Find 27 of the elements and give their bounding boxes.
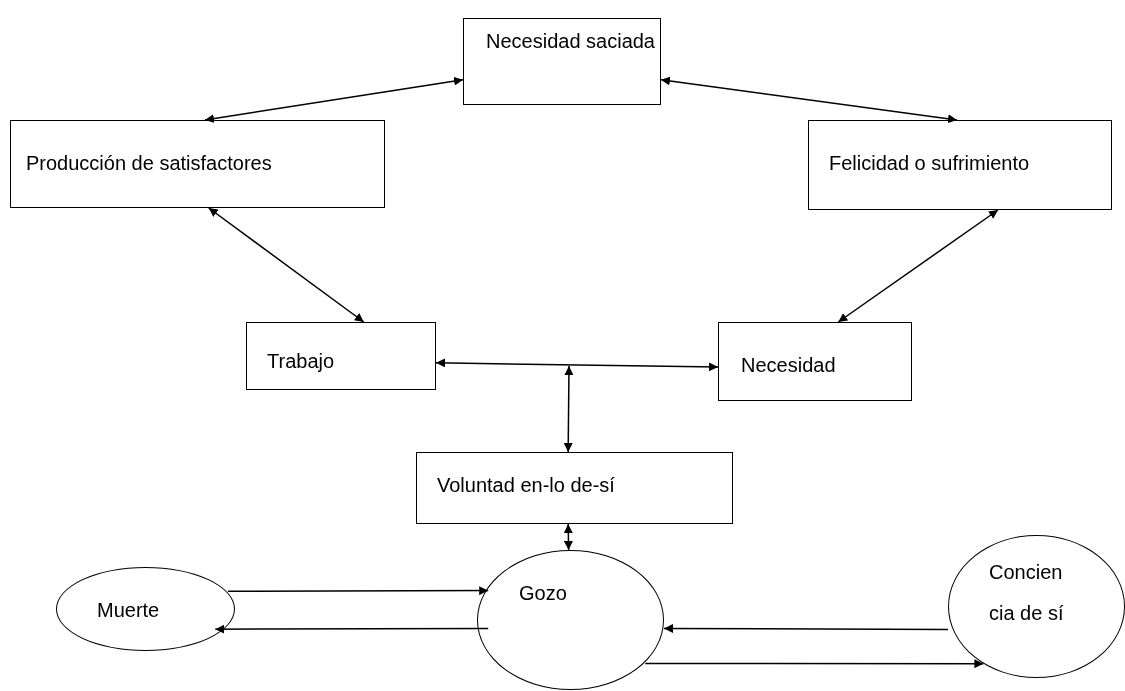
node-label: Necesidad <box>741 353 836 377</box>
process-box <box>246 322 436 390</box>
arrow <box>837 209 999 323</box>
arrow <box>204 76 464 124</box>
arrow <box>214 624 489 634</box>
node-label: Trabajo <box>267 349 335 373</box>
arrow <box>660 76 958 124</box>
process-box <box>808 120 1112 210</box>
arrow <box>435 358 719 372</box>
arrow <box>208 207 365 323</box>
node-label: Muerte <box>97 598 160 622</box>
node-label: Concien cia de sí <box>989 560 1065 626</box>
arrow <box>563 523 573 551</box>
process-box <box>463 18 661 105</box>
node-label: Producción de satisfactores <box>26 151 272 175</box>
node-label: Gozo <box>519 581 567 605</box>
node-label: Necesidad saciada <box>486 29 655 53</box>
arrow <box>563 365 574 453</box>
ellipse-node <box>948 535 1125 678</box>
process-box <box>10 120 385 208</box>
process-box <box>718 322 912 401</box>
node-label: Felicidad o sufrimiento <box>829 151 1030 175</box>
arrow <box>663 623 949 633</box>
arrow <box>227 586 489 596</box>
process-box <box>416 452 733 524</box>
node-label: Voluntad en-lo de-sí <box>437 473 615 497</box>
arrow <box>644 659 985 669</box>
